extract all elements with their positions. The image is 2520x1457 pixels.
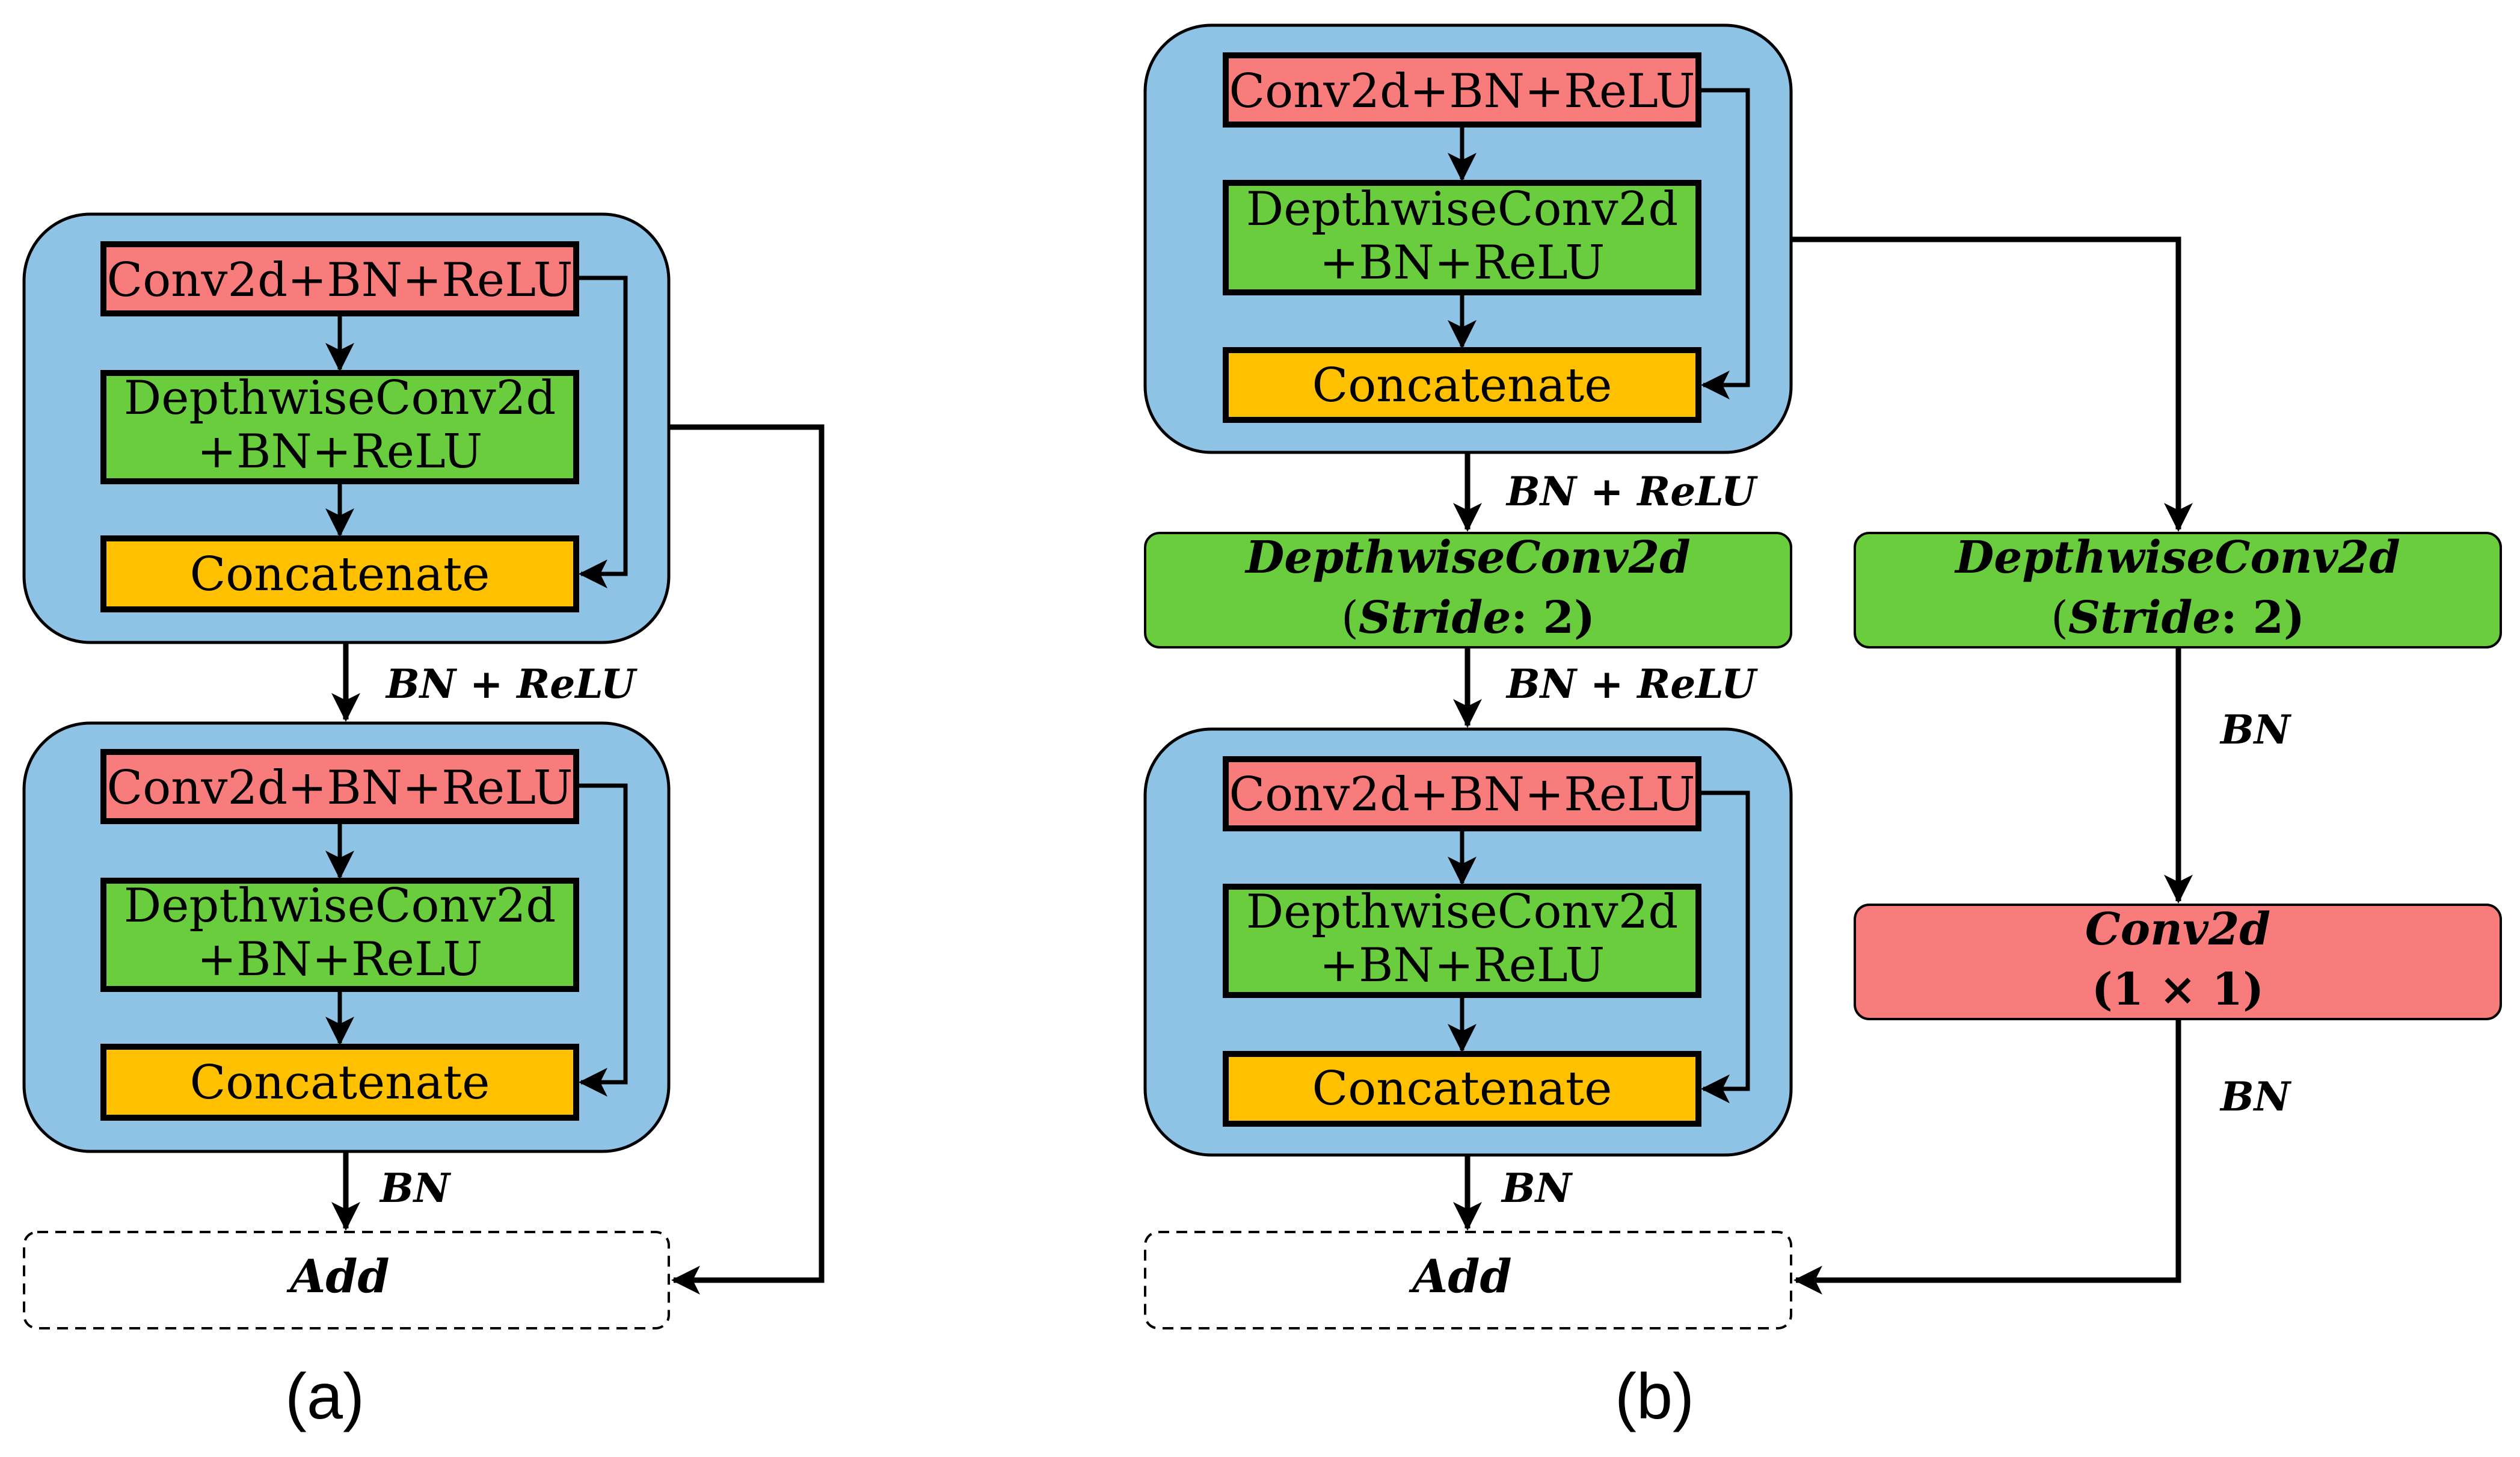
add-node	[23, 1231, 670, 1329]
skip-conv-to-concat	[576, 783, 628, 1097]
panel-a-block-2: Conv2d+BN+ReLU DepthwiseConv2d +BN+ReLU …	[22, 721, 671, 1153]
skip-conv-to-concat	[1698, 790, 1750, 1103]
panel-a-caption: (a)	[285, 1360, 364, 1432]
arrow-shortcut-to-add	[1793, 1019, 2181, 1295]
dwconv-stride-main: DepthwiseConv2d (Stride: 2)	[1144, 532, 1792, 648]
concatenate-box	[100, 1044, 579, 1121]
edge-label-bn-relu-2: BN + ReLU	[1505, 661, 1758, 707]
concatenate-label: Concatenate	[1312, 1062, 1612, 1116]
conv-bn-relu-box	[1223, 52, 1701, 128]
skip-conv-to-concat	[1698, 88, 1750, 399]
concatenate-box	[100, 535, 579, 612]
conv-bn-relu-label: Conv2d+BN+ReLU	[107, 761, 573, 815]
depthwise-box	[100, 370, 579, 484]
concatenate-label: Concatenate	[190, 547, 490, 602]
conv-bn-relu-label: Conv2d+BN+ReLU	[1229, 768, 1695, 822]
shortcut-conv2d-line1: Conv2d	[2085, 904, 2270, 955]
shortcut-dwconv-line2: (Stride: 2)	[2051, 592, 2305, 644]
stride-word: Stride	[2068, 592, 2221, 644]
depthwise-box	[100, 878, 579, 992]
concatenate-box	[1223, 347, 1701, 423]
paren-open: (	[2051, 592, 2068, 644]
shortcut-conv2d-line2: (1 × 1)	[2092, 964, 2264, 1015]
stride-word: Stride	[1359, 592, 1511, 644]
panel-b-block-2: Conv2d+BN+ReLU DepthwiseConv2d +BN+ReLU …	[1143, 727, 1793, 1157]
shortcut-dwconv-line1: DepthwiseConv2d	[1954, 532, 2400, 584]
depthwise-label-line1: DepthwiseConv2d	[1246, 885, 1679, 939]
concatenate-label: Concatenate	[1312, 359, 1612, 413]
panel-b-caption: (b)	[1615, 1360, 1694, 1432]
depthwise-label-line1: DepthwiseConv2d	[124, 879, 556, 933]
depthwise-label-line2: +BN+ReLU	[1320, 236, 1605, 290]
edge-label-bn-relu: BN + ReLU	[385, 661, 638, 707]
conv-bn-relu-label: Conv2d+BN+ReLU	[107, 253, 573, 307]
residual-shortcut	[669, 424, 825, 1295]
skip-conv-to-concat	[576, 276, 628, 588]
panel-b-block-1: Conv2d+BN+ReLU DepthwiseConv2d +BN+ReLU …	[1143, 23, 1793, 454]
paren-open: (	[1341, 592, 1359, 644]
depthwise-label-line2: +BN+ReLU	[197, 932, 482, 987]
conv-bn-relu-label: Conv2d+BN+ReLU	[1229, 64, 1695, 119]
stride-value: : 2)	[1511, 592, 1595, 644]
edge-label-bn: BN	[1501, 1165, 1573, 1212]
depthwise-box	[1223, 884, 1701, 998]
edge-label-bn-relu: BN + ReLU	[1505, 468, 1758, 515]
depthwise-label-line1: DepthwiseConv2d	[124, 371, 556, 425]
shortcut-branch: DepthwiseConv2d (Stride: 2) BN Conv2d (1…	[1791, 236, 2502, 1295]
panel-a-block-1: Conv2d+BN+ReLU DepthwiseConv2d +BN+ReLU …	[22, 212, 671, 644]
depthwise-label-line2: +BN+ReLU	[1320, 938, 1605, 993]
shortcut-edge-label-bn: BN	[2219, 706, 2292, 753]
arrow-block1-to-shortcut-dw	[1791, 236, 2193, 532]
add-node	[1144, 1231, 1792, 1329]
add-label: Add	[1409, 1249, 1511, 1303]
dwconv-stride-line1: DepthwiseConv2d	[1244, 532, 1691, 584]
panel-a: Conv2d+BN+ReLU DepthwiseConv2d +BN+ReLU …	[22, 212, 825, 1432]
stride-value: : 2)	[2220, 592, 2305, 644]
concatenate-box	[1223, 1051, 1701, 1127]
concatenate-label: Concatenate	[190, 1056, 490, 1110]
panel-b: Conv2d+BN+ReLU DepthwiseConv2d +BN+ReLU …	[1143, 23, 2502, 1432]
conv-bn-relu-box	[100, 241, 579, 316]
depthwise-label-line2: +BN+ReLU	[197, 425, 482, 479]
dwconv-stride-line2: (Stride: 2)	[1341, 592, 1595, 644]
edge-label-bn: BN	[379, 1165, 452, 1212]
shortcut-edge-label-bn-2: BN	[2219, 1073, 2292, 1120]
add-label: Add	[286, 1249, 389, 1303]
depthwise-label-line1: DepthwiseConv2d	[1246, 182, 1679, 236]
conv-bn-relu-box	[100, 749, 579, 824]
depthwise-box	[1223, 180, 1701, 295]
